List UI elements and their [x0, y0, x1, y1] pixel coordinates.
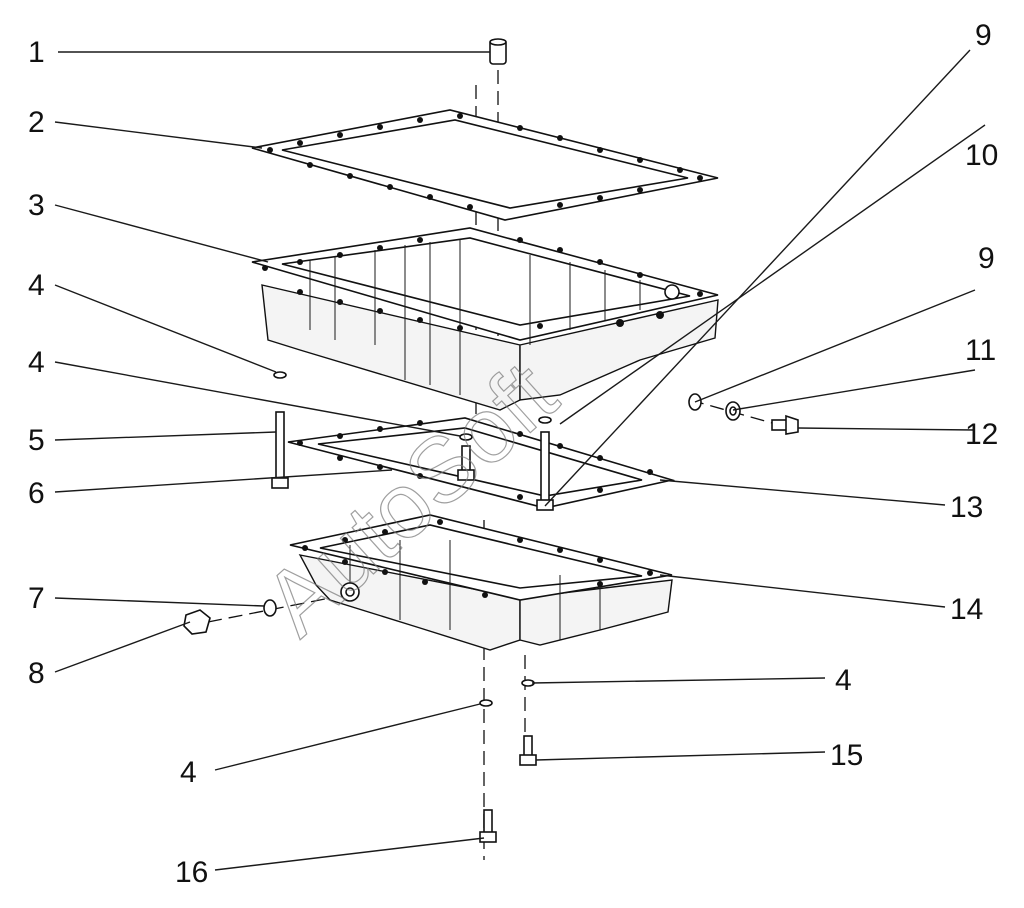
callout-3: 3	[28, 189, 45, 222]
callout-12: 12	[965, 418, 998, 451]
upper-oil-pan	[251, 227, 719, 411]
callout-2: 2	[28, 106, 45, 139]
callout-7: 7	[28, 582, 45, 615]
fasteners	[183, 371, 799, 843]
callout-labels: 1 2 3 4 4 5 6 7 8 4 16 9 10 9 11 12 13 1…	[28, 19, 998, 889]
callout-4: 4	[28, 346, 45, 379]
dowel-sleeve	[489, 38, 507, 65]
callout-8: 8	[28, 657, 45, 690]
lower-oil-pan	[289, 514, 673, 651]
callout-4: 4	[835, 664, 852, 697]
callout-1: 1	[28, 36, 45, 69]
callout-11: 11	[965, 334, 996, 367]
callout-13: 13	[950, 491, 983, 524]
leader-lines	[54, 49, 986, 871]
callout-16: 16	[175, 856, 208, 889]
callout-15: 15	[830, 739, 863, 772]
callout-14: 14	[950, 593, 983, 626]
callout-10: 10	[965, 139, 998, 172]
callout-9: 9	[975, 19, 992, 52]
callout-4: 4	[180, 756, 197, 789]
upper-gasket	[251, 109, 719, 221]
callout-4: 4	[28, 269, 45, 302]
callout-5: 5	[28, 424, 45, 457]
callout-6: 6	[28, 477, 45, 510]
callout-9: 9	[978, 242, 995, 275]
